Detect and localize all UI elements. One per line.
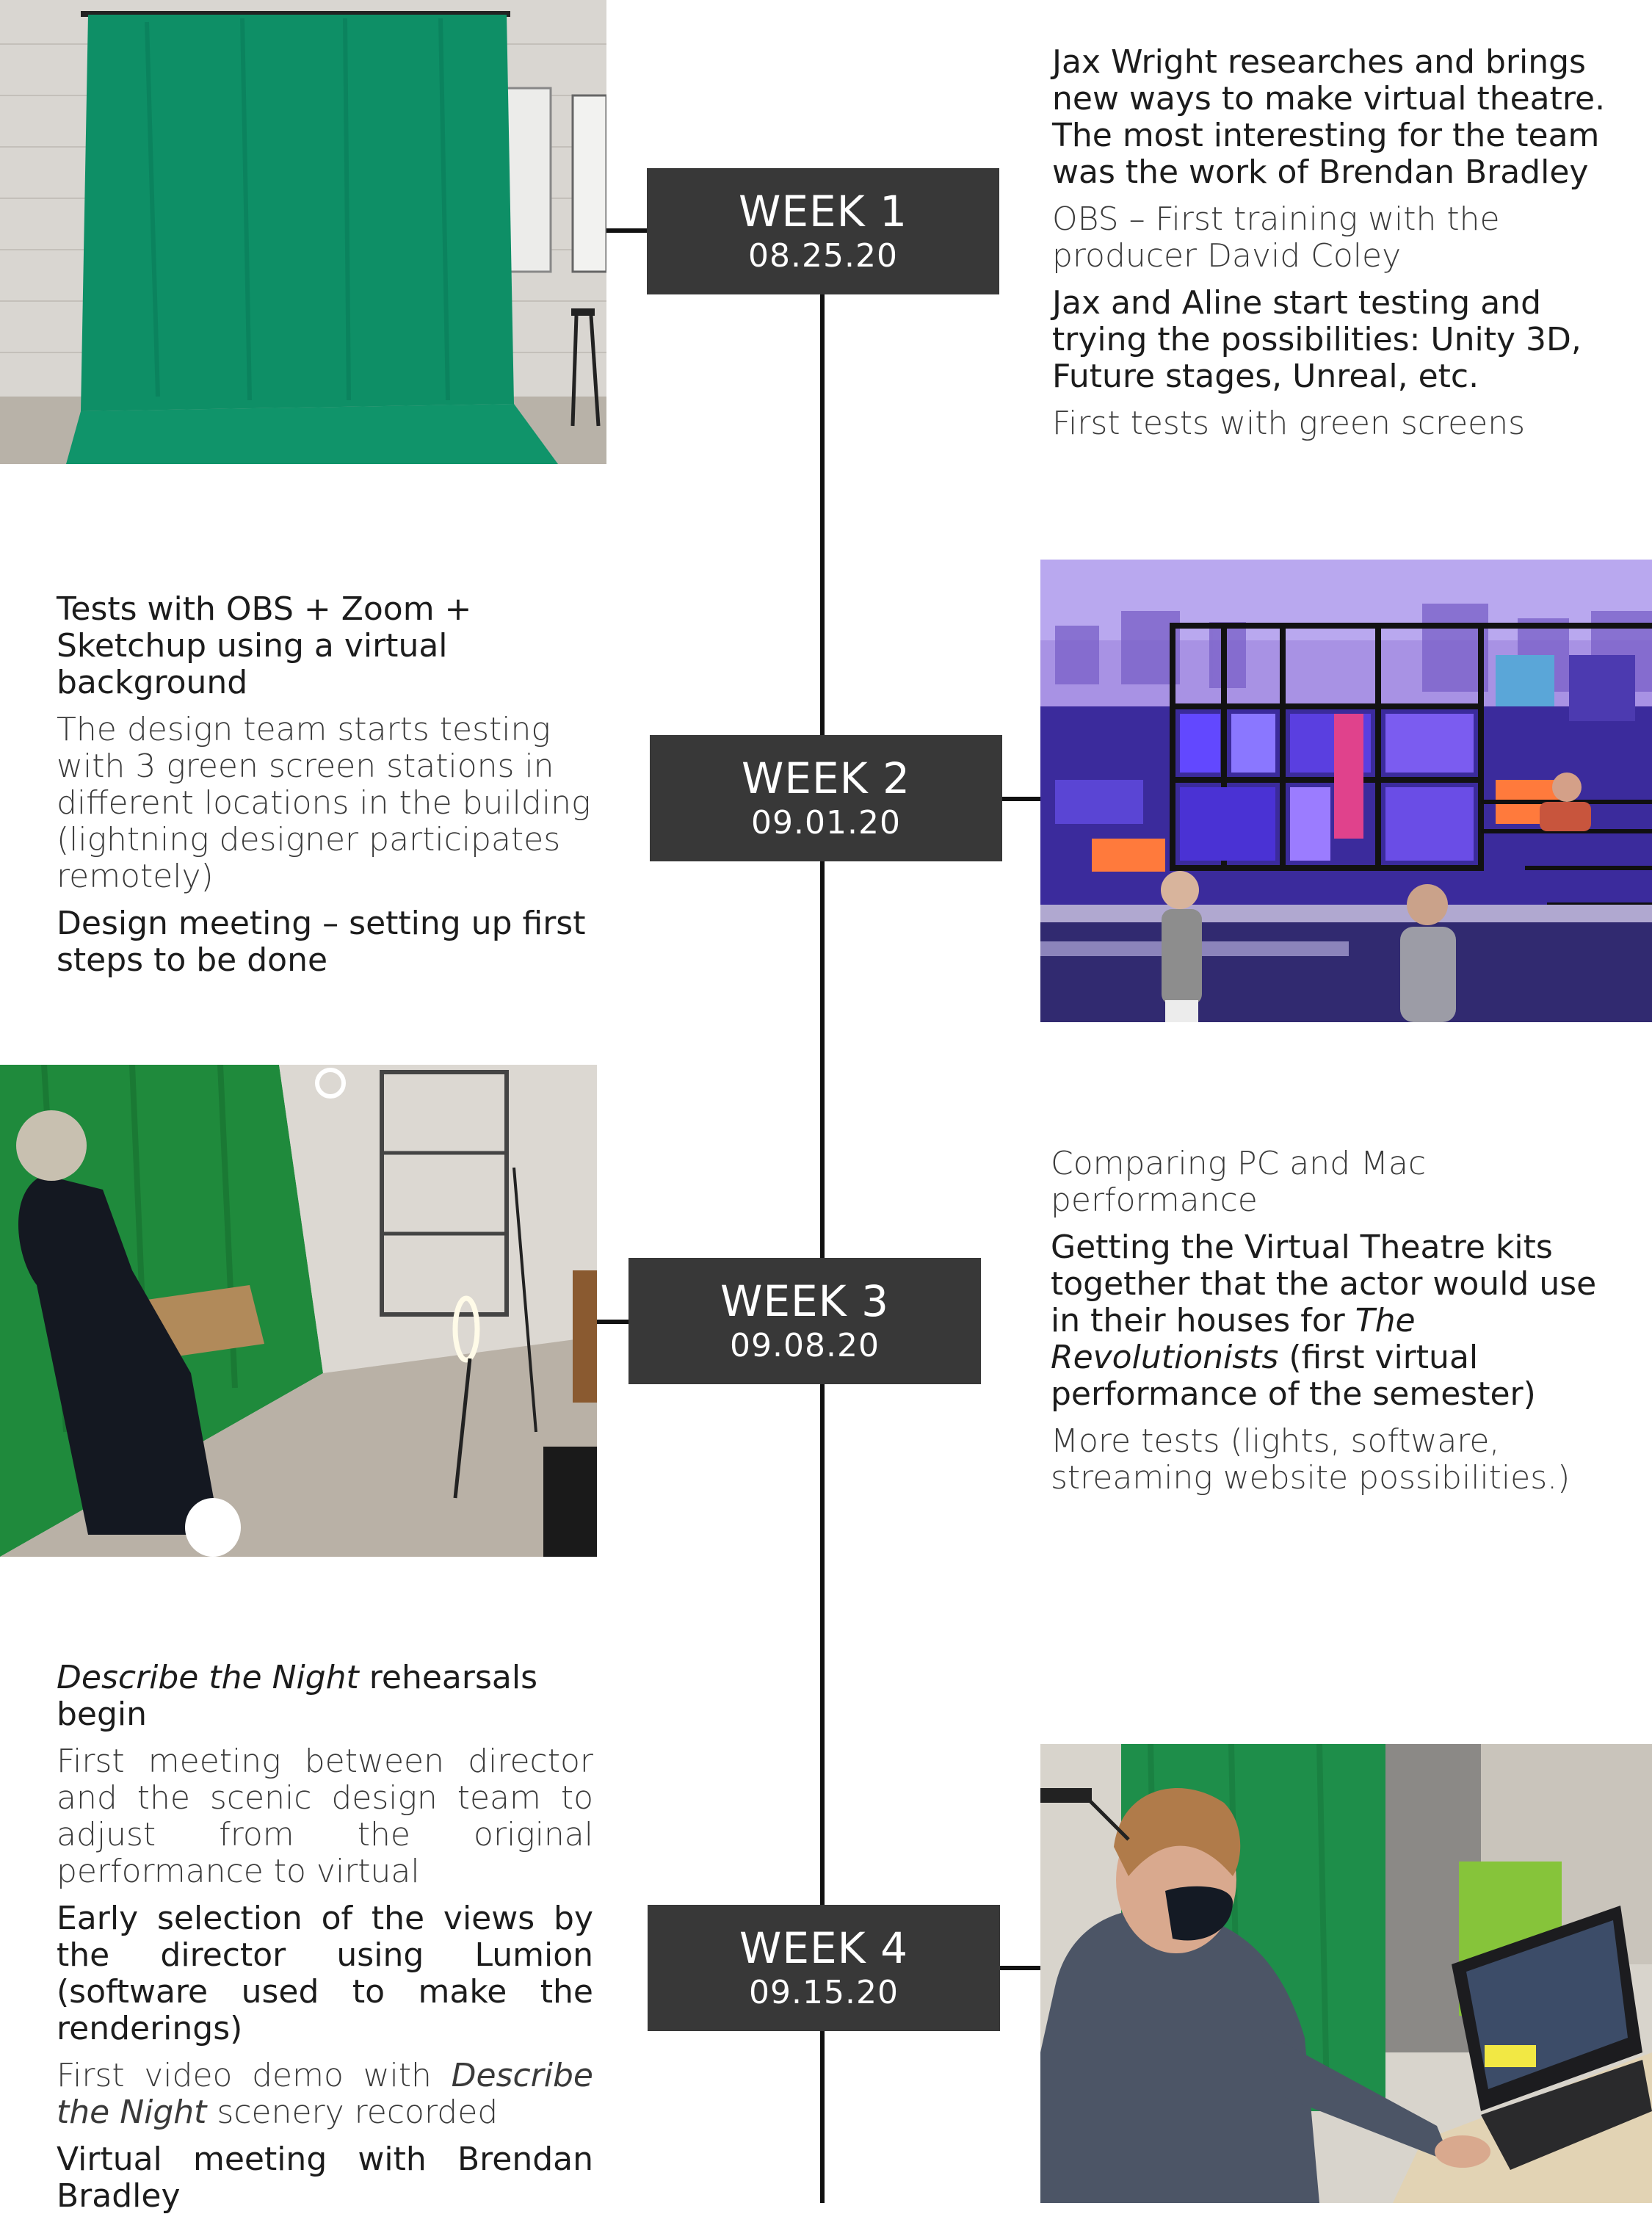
note: Describe the Night rehearsals begin: [57, 1660, 593, 1733]
note: More tests (lights, software, streaming …: [1051, 1422, 1571, 1497]
green-screen-photo: [0, 0, 606, 464]
week-label: WEEK 3: [720, 1276, 889, 1326]
week-date: 09.15.20: [749, 1974, 899, 2011]
week2-connector: [1002, 797, 1040, 801]
play-title: The Revolutionists: [1051, 1302, 1416, 1376]
note: The design team starts testing with 3 gr…: [57, 711, 591, 895]
note-text: rehearsals begin: [57, 1659, 538, 1733]
week2-badge: WEEK 2 09.01.20: [650, 735, 1002, 861]
note: First tests with green screens: [1052, 405, 1526, 442]
green-screen-studio-photo: [0, 1065, 597, 1557]
note: Getting the Virtual Theatre kits togethe…: [1051, 1229, 1616, 1413]
designer-at-laptop-photo: [1040, 1744, 1652, 2203]
week-date: 09.01.20: [751, 804, 901, 842]
week-date: 09.08.20: [730, 1327, 880, 1364]
note: Virtual meeting with Brendan Bradley: [57, 2141, 593, 2215]
note: Design meeting – setting up first steps …: [57, 905, 586, 979]
note-text: Getting the Virtual Theatre kits togethe…: [1051, 1229, 1597, 1339]
note: First video demo with Describe the Night…: [57, 2058, 593, 2131]
week3-notes: Comparing PC and Mac performance Getting…: [1051, 1146, 1616, 1507]
note: First meeting between director and the s…: [57, 1743, 593, 1890]
week3-badge: WEEK 3 09.08.20: [628, 1258, 981, 1384]
play-title: Describe the Night: [57, 2057, 593, 2131]
play-title: Describe the Night: [57, 1659, 359, 1696]
note: Jax and Aline start testing and trying t…: [1052, 284, 1582, 395]
week2-notes: Tests with OBS + Zoom + Sketchup using a…: [57, 591, 593, 989]
week-label: WEEK 4: [739, 1923, 908, 1973]
timeline-line: [820, 294, 825, 2203]
week4-notes: Describe the Night rehearsals begin Firs…: [57, 1660, 593, 2225]
note: Comparing PC and Mac performance: [1051, 1145, 1427, 1219]
note-text: (first virtual performance of the semest…: [1051, 1339, 1536, 1413]
note-text: First video demo with: [57, 2057, 452, 2094]
week4-badge: WEEK 4 09.15.20: [648, 1905, 1000, 2031]
week3-connector: [597, 1320, 630, 1324]
note: Early selection of the views by the dire…: [57, 1900, 593, 2047]
virtual-set-render-photo: [1040, 560, 1652, 1022]
week4-connector: [1000, 1966, 1040, 1970]
week1-connector: [606, 228, 651, 233]
week-label: WEEK 1: [738, 187, 907, 236]
week-date: 08.25.20: [748, 237, 898, 275]
note: Jax Wright researches and brings new way…: [1052, 43, 1606, 191]
week1-notes: Jax Wright researches and brings new way…: [1052, 44, 1610, 452]
note-text: scenery recorded: [206, 2094, 499, 2131]
week1-badge: WEEK 1 08.25.20: [647, 168, 999, 294]
week-label: WEEK 2: [741, 753, 910, 803]
note: Tests with OBS + Zoom + Sketchup using a…: [57, 590, 472, 701]
note: OBS – First training with the producer D…: [1052, 200, 1500, 275]
